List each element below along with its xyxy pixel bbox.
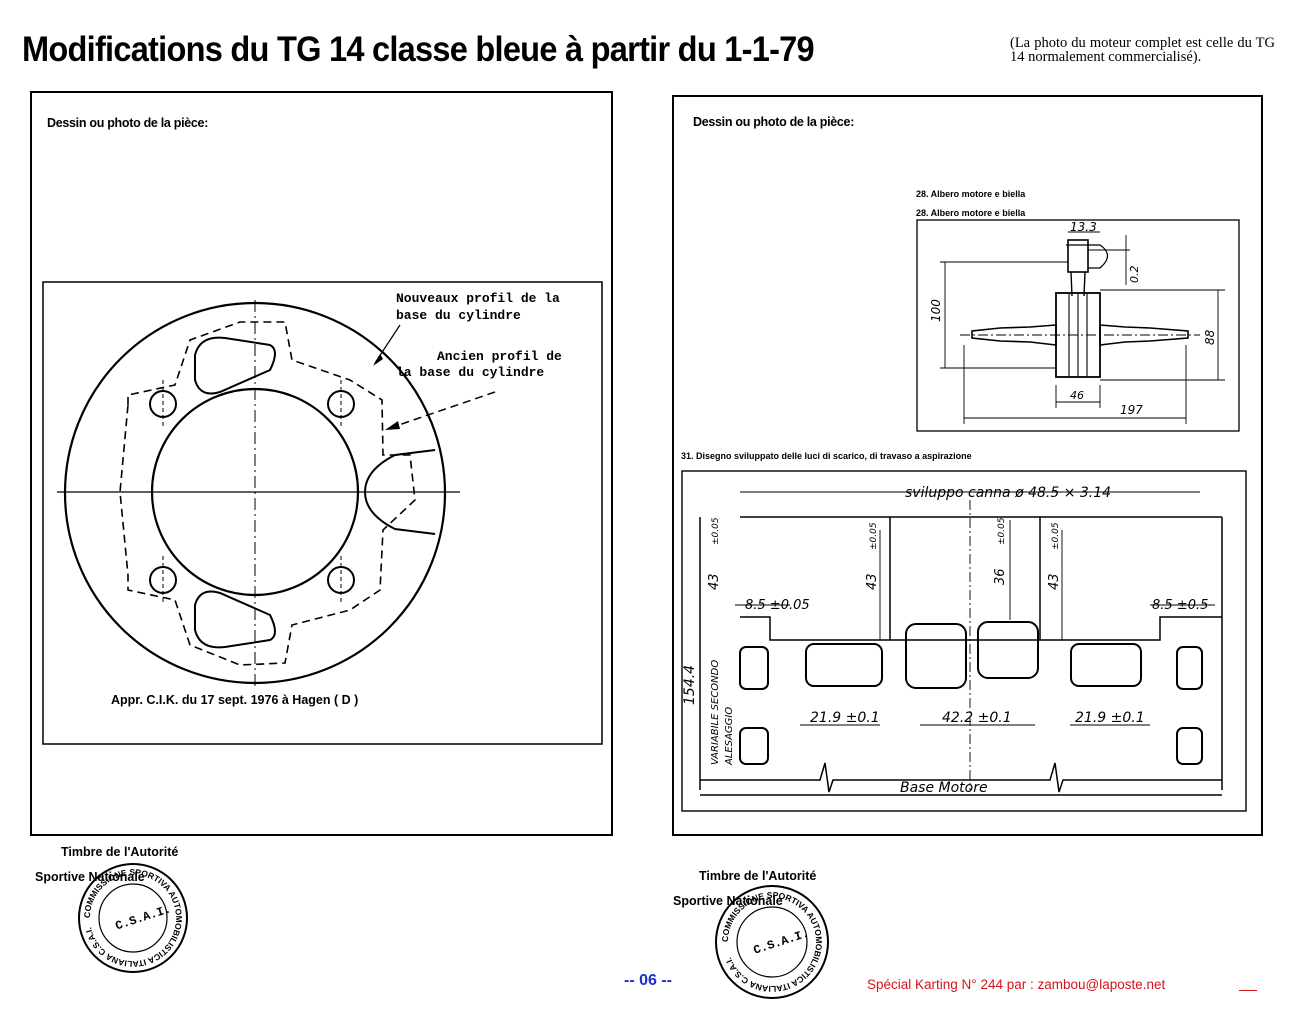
stamp-label-left-2: Sportive Nationale (35, 870, 145, 884)
footer-underline (1239, 990, 1257, 991)
dim-8-5-right: 8.5 ±0.5 (1152, 598, 1208, 613)
new-profile-callout-2: base du cylindre (396, 308, 521, 323)
caption-28a: 28. Albero motore e biella (916, 189, 1026, 199)
old-profile-callout-2: la base du cylindre (396, 365, 544, 380)
transfer-port-top (194, 336, 276, 395)
variable-label-2: ALESAGGIO (724, 707, 735, 766)
base-motore-label: Base Motore (900, 780, 988, 796)
left-field-label: Dessin ou photo de la pièce: (47, 116, 209, 130)
dim-36: 36 (993, 568, 1008, 585)
exhaust-port-cut (363, 449, 436, 535)
new-profile-outline (119, 321, 416, 666)
svg-text:C.S.A.I.: C.S.A.I. (114, 902, 173, 933)
caption-31: 31. Disegno sviluppato delle luci di sca… (681, 451, 972, 461)
dim-43-b-tol: ±0.05 (1051, 522, 1061, 550)
right-field-label: Dessin ou photo de la pièce: (693, 115, 855, 129)
crankshaft-drawing-border (916, 219, 1240, 432)
width-right: 21.9 ±0.1 (1075, 710, 1145, 726)
dim-left-43-tol: ±0.05 (711, 517, 721, 545)
dim-43-a: 43 (865, 573, 880, 590)
caption-28b: 28. Albero motore e biella (916, 208, 1026, 218)
dim-13-3: 13.3 (1070, 220, 1097, 234)
old-profile-callout-1: Ancien profil de (437, 349, 562, 364)
dim-left-43: 43 (707, 573, 722, 590)
csai-seal-left: COMMISSIONE SPORTIVA AUTOMOBILISTICA ITA… (78, 863, 188, 973)
dim-0-2: 0.2 (1128, 266, 1141, 284)
photo-note: (La photo du moteur complet est celle du… (1010, 35, 1275, 65)
dim-100: 100 (929, 299, 943, 322)
left-shaft (971, 324, 1057, 346)
stamp-label-left-1: Timbre de l'Autorité (61, 845, 179, 859)
new-profile-callout-1: Nouveaux profil de la (396, 291, 560, 306)
stamp-label-right-1: Timbre de l'Autorité (699, 869, 817, 883)
page-number: -- 06 -- (624, 972, 672, 989)
right-part-frame (672, 95, 1263, 836)
port-windows (739, 621, 1203, 765)
dim-43-a-tol: ±0.05 (869, 522, 879, 550)
transfer-port-bottom (194, 590, 276, 649)
approval-text: Appr. C.I.K. du 17 sept. 1976 à Hagen ( … (111, 693, 358, 707)
dim-36-tol: ±0.05 (997, 517, 1007, 545)
dim-197: 197 (1120, 403, 1143, 417)
port-drawing-border (681, 470, 1247, 812)
right-shaft (1099, 324, 1189, 346)
conrod-small-end (1067, 239, 1089, 273)
csai-seal-right: COMMISSIONE SPORTIVA AUTOMOBILISTICA ITA… (715, 885, 829, 999)
page-title: Modifications du TG 14 classe bleue à pa… (22, 30, 815, 69)
liner-development-label: sviluppo canna ø 48.5 × 3.14 (905, 485, 1111, 501)
width-center: 42.2 ±0.1 (942, 710, 1012, 726)
dim-43-b: 43 (1047, 573, 1062, 590)
dim-154-4: 154.4 (682, 665, 698, 705)
stamp-label-right-2: Sportive Nationale (673, 894, 783, 908)
dim-8-5-left: 8.5 ±0.05 (745, 598, 810, 613)
svg-text:C.S.A.I.: C.S.A.I. (752, 927, 811, 958)
left-part-frame (30, 91, 613, 836)
variable-label-1: VARIABILE SECONDO (710, 660, 721, 765)
footer-credit: Spécial Karting N° 244 par : zambou@lapo… (867, 977, 1166, 992)
old-profile-arrow (389, 391, 496, 429)
dim-88: 88 (1203, 329, 1217, 345)
cylinder-drawing-border (42, 281, 603, 745)
width-left: 21.9 ±0.1 (810, 710, 880, 726)
dim-46: 46 (1070, 389, 1084, 402)
port-outline (699, 516, 1223, 796)
